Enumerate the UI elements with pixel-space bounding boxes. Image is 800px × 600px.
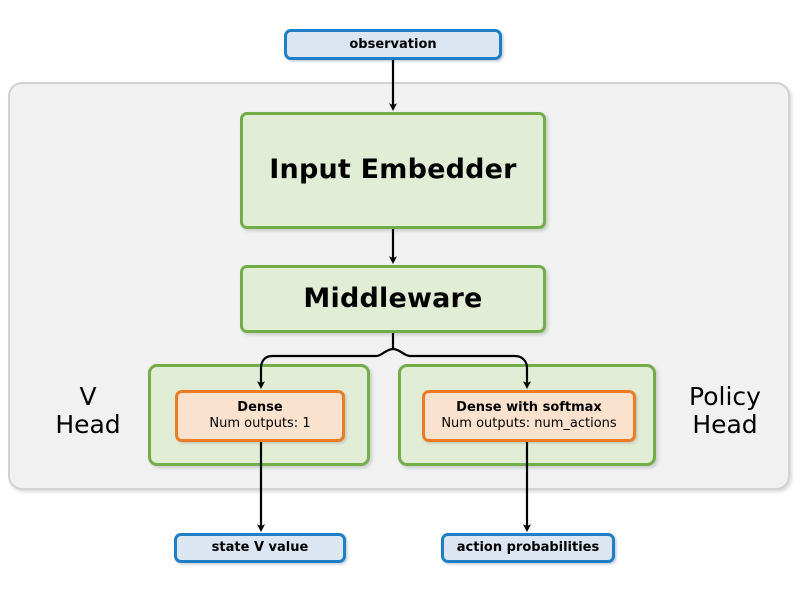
policy-head-label: Policy Head: [689, 382, 761, 439]
node-middleware-label: Middleware: [303, 282, 483, 314]
node-state-v-value[interactable]: state V value: [174, 533, 346, 563]
node-action-probabilities-label: action probabilities: [456, 540, 600, 556]
node-observation-label: observation: [349, 36, 437, 52]
node-middleware[interactable]: Middleware: [240, 265, 546, 333]
node-input-embedder[interactable]: Input Embedder: [240, 112, 546, 229]
node-dense-v-subtitle: Num outputs: 1: [209, 416, 311, 431]
v-head-label: V Head: [55, 382, 121, 439]
node-input-embedder-label: Input Embedder: [269, 154, 517, 186]
node-dense-v-title: Dense: [237, 400, 283, 416]
node-state-v-value-label: state V value: [211, 540, 309, 556]
node-dense-softmax[interactable]: Dense with softmax Num outputs: num_acti…: [422, 390, 636, 442]
node-dense-softmax-subtitle: Num outputs: num_actions: [441, 416, 617, 431]
node-observation[interactable]: observation: [284, 29, 502, 60]
node-dense-softmax-title: Dense with softmax: [456, 400, 602, 416]
node-action-probabilities[interactable]: action probabilities: [441, 533, 615, 563]
node-dense-v[interactable]: Dense Num outputs: 1: [175, 390, 345, 442]
